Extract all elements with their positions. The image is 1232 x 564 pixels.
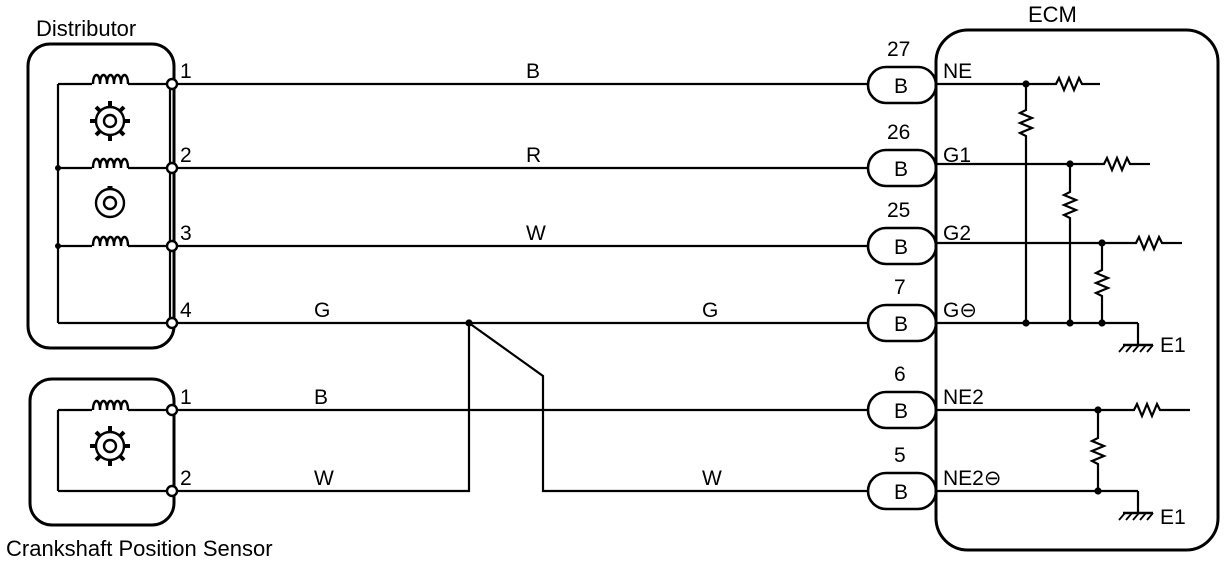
pickup-coil-icon [91, 235, 130, 248]
ecm-terminal-label: G1 [943, 144, 971, 167]
wire-color-label: W [526, 222, 546, 245]
wire-color-label: W [702, 467, 722, 490]
ecm-label: ECM [1028, 2, 1077, 27]
connector-code: B [894, 313, 908, 336]
wire-color-label: G [314, 299, 330, 322]
distributor-terminal [165, 239, 179, 253]
wire-color-label: B [314, 386, 328, 409]
connector-number: 6 [894, 363, 906, 386]
connector-ne2: 6 B [866, 363, 938, 430]
connector-number: 27 [887, 38, 910, 61]
ecm-terminal-label: G2 [943, 222, 971, 245]
resistor-icon [1062, 184, 1078, 226]
sensor-terminal [165, 484, 179, 498]
connector-code: B [894, 400, 908, 423]
wire-color-label: R [526, 144, 541, 167]
crankshaft-position-sensor: 1 2 [28, 377, 192, 527]
timing-rotor-gear-icon [88, 99, 132, 143]
ecm-terminal-label: NE2 [943, 386, 984, 409]
ecm-connectors: 27 B 26 B 25 B 7 B 6 B 5 B [866, 38, 938, 511]
pickup-coil-icon [91, 399, 130, 412]
ecm-terminal-label: NE2⊖ [943, 467, 1001, 490]
connector-code: B [894, 158, 908, 181]
distributor: 1 2 3 4 [26, 42, 192, 350]
distributor-terminal [165, 161, 179, 175]
resistor-icon [1128, 235, 1170, 251]
harness-wires [177, 82, 868, 493]
distributor-terminal [165, 316, 179, 330]
sensor-housing [28, 377, 176, 527]
connector-ne2-minus: 5 B [866, 444, 938, 511]
crankshaft-sensor-label: Crankshaft Position Sensor [6, 536, 273, 561]
connector-code: B [894, 481, 908, 504]
resistor-icon [1094, 262, 1110, 304]
ecm-terminal-label: NE [943, 60, 972, 83]
resistor-icon [1096, 156, 1138, 172]
wire-ne2-minus [468, 322, 868, 493]
sensor-pin-number: 2 [180, 467, 192, 490]
connector-number: 25 [887, 199, 910, 222]
connector-number: 7 [894, 276, 906, 299]
connector-g-minus: 7 B [866, 276, 938, 343]
sensor-pin-number: 1 [180, 386, 192, 409]
ground-label: E1 [1160, 506, 1186, 529]
ground-label: E1 [1160, 334, 1186, 357]
ecm-housing [934, 28, 1220, 552]
resistor-icon [1090, 430, 1106, 472]
connector-code: B [894, 75, 908, 98]
wire-color-label: G [702, 299, 718, 322]
single-tooth-rotor-icon [94, 186, 126, 219]
ecm-internal-circuit [936, 76, 1190, 495]
splice-point [465, 319, 473, 327]
resistor-icon [1126, 402, 1168, 418]
connector-g2: 25 B [866, 199, 938, 266]
ecm: NE G1 G2 G⊖ NE2 NE2⊖ [934, 28, 1220, 552]
crankshaft-rotor-gear-icon [88, 424, 132, 468]
distributor-terminal [165, 77, 179, 91]
pickup-coil-icon [91, 73, 130, 86]
distributor-housing [26, 42, 176, 350]
distributor-label: Distributor [36, 16, 136, 41]
ground-icon [1117, 321, 1155, 354]
distributor-pin-number: 1 [180, 60, 192, 83]
ground-icon [1117, 489, 1155, 522]
distributor-pin-number: 3 [180, 222, 192, 245]
ecm-terminal-label: G⊖ [943, 299, 977, 322]
wire-sensor-2-shield [177, 323, 471, 493]
wire-color-label: B [526, 60, 540, 83]
connector-number: 26 [887, 121, 910, 144]
connector-ne: 27 B [866, 38, 938, 105]
connector-code: B [894, 236, 908, 259]
resistor-icon [1048, 76, 1090, 92]
connector-g1: 26 B [866, 121, 938, 188]
sensor-terminal [165, 403, 179, 417]
resistor-icon [1018, 102, 1034, 144]
pickup-coil-icon [91, 157, 130, 170]
distributor-pin-number: 4 [180, 299, 192, 322]
distributor-pin-number: 2 [180, 144, 192, 167]
wire-color-label: W [314, 467, 334, 490]
connector-number: 5 [894, 444, 906, 467]
